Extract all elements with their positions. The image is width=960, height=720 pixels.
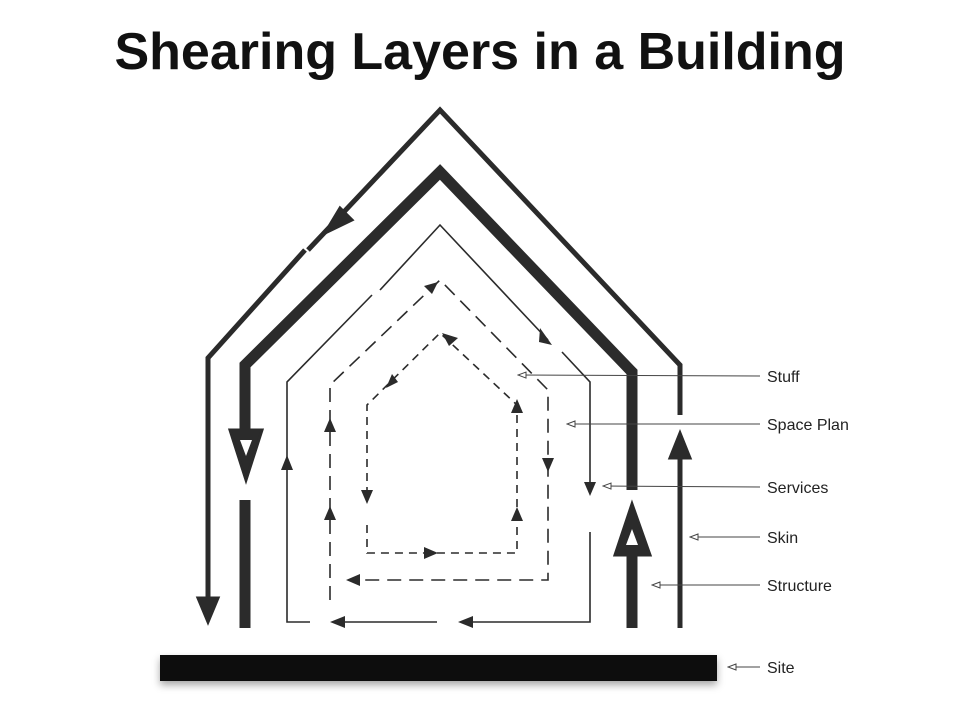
services-arrow-bottom-1 [330,616,345,628]
services-arrow-right-down [584,482,596,496]
space-plan-arrow-up-1 [324,418,336,432]
structure-arrow-down-notch [240,440,252,456]
space-plan-arrow-down [542,458,554,472]
space-plan-arrowheads [324,282,554,586]
label-skin: Skin [767,530,798,547]
structure-layer [239,164,638,628]
leader-services [603,486,761,487]
services-roof-right [379,223,549,341]
stuff-arrowheads [361,333,523,559]
skin-arrowheads [195,205,693,626]
page-title: Shearing Layers in a Building [114,23,846,81]
services-right-upper [561,351,591,490]
label-space-plan: Space Plan [767,417,849,434]
structure-arrowheads [227,428,653,557]
structure-arrowhead-notches [240,440,638,545]
stuff-arrow-roof-left [386,374,398,388]
skin-arrow-up [667,428,693,460]
services-bottom-right [470,532,591,623]
skin-path-right [306,106,683,415]
structure-arrow-up-notch [626,529,638,545]
leader-stuff [518,375,761,376]
stuff-arrow-bottom [424,547,438,559]
stuff-arrow-up-2 [511,507,523,521]
services-arrow-roof [539,328,552,345]
structure-path [239,164,638,490]
leader-lines [518,375,761,667]
stuff-arrow-up-1 [511,399,523,413]
stuff-arrow-down-left [361,490,373,504]
services-arrow-up-left [281,455,293,470]
stuff-layer [366,331,518,554]
space-plan-arrow-roof [424,282,438,294]
space-plan-path [329,278,549,600]
label-services: Services [767,480,828,497]
label-structure: Structure [767,578,832,595]
stuff-arrow-roof-right [442,333,458,346]
stuff-path [366,331,518,554]
space-plan-layer [329,278,549,600]
label-stuff: Stuff [767,369,800,386]
space-plan-arrow-up-2 [324,506,336,520]
skin-arrow-roof [321,205,355,237]
skin-path-left [205,248,307,598]
services-roof-left [286,294,373,623]
services-arrow-bottom-2 [458,616,473,628]
structure-arrow-up [612,499,653,557]
layer-labels: Stuff Space Plan Services Skin Structure… [767,369,849,677]
skin-layer [205,106,683,628]
site-bar [160,655,717,681]
label-site: Site [767,660,795,677]
services-layer [286,223,591,623]
services-arrowheads [281,328,596,628]
skin-arrow-down [195,596,221,626]
space-plan-arrow-bottom [346,574,360,586]
